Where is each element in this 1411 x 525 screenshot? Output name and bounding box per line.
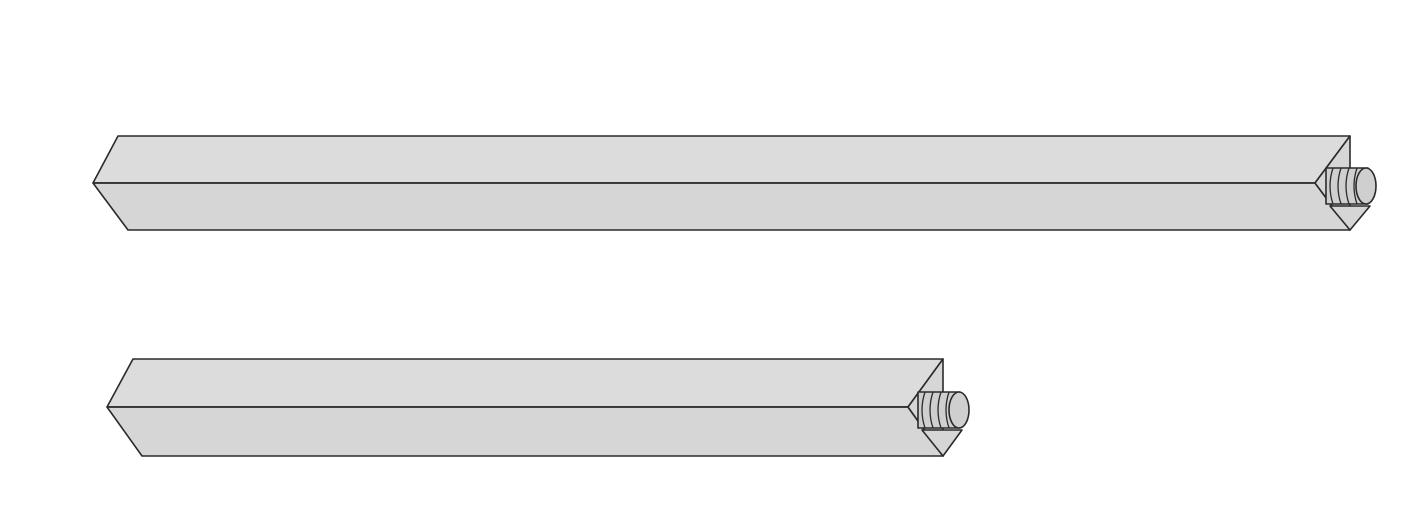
long-rod-thread-3 bbox=[1345, 167, 1350, 205]
long-rod-end-lower-wedge bbox=[1329, 205, 1371, 231]
short-rod-threaded-stud bbox=[917, 391, 970, 429]
short-rod-thread-2 bbox=[929, 391, 934, 429]
short-rod bbox=[106, 358, 970, 457]
long-rod-thread-2 bbox=[1337, 167, 1342, 205]
short-rod-top-face bbox=[106, 358, 944, 408]
long-rod-bottom-face bbox=[92, 182, 1351, 231]
long-rod-thread-1 bbox=[1329, 167, 1334, 205]
short-rod-thread-4 bbox=[945, 391, 950, 429]
long-rod-threaded-stud bbox=[1325, 167, 1377, 205]
long-rod bbox=[92, 135, 1377, 231]
short-rod-stud-tip bbox=[948, 391, 970, 429]
short-rod-end-lower-wedge bbox=[921, 429, 963, 457]
short-rod-bottom-face bbox=[106, 406, 944, 457]
long-rod-top-face bbox=[92, 135, 1351, 184]
long-rod-stud-tip bbox=[1355, 167, 1377, 205]
short-rod-thread-1 bbox=[921, 391, 926, 429]
short-rod-thread-3 bbox=[937, 391, 942, 429]
long-rod-thread-4 bbox=[1353, 167, 1358, 205]
